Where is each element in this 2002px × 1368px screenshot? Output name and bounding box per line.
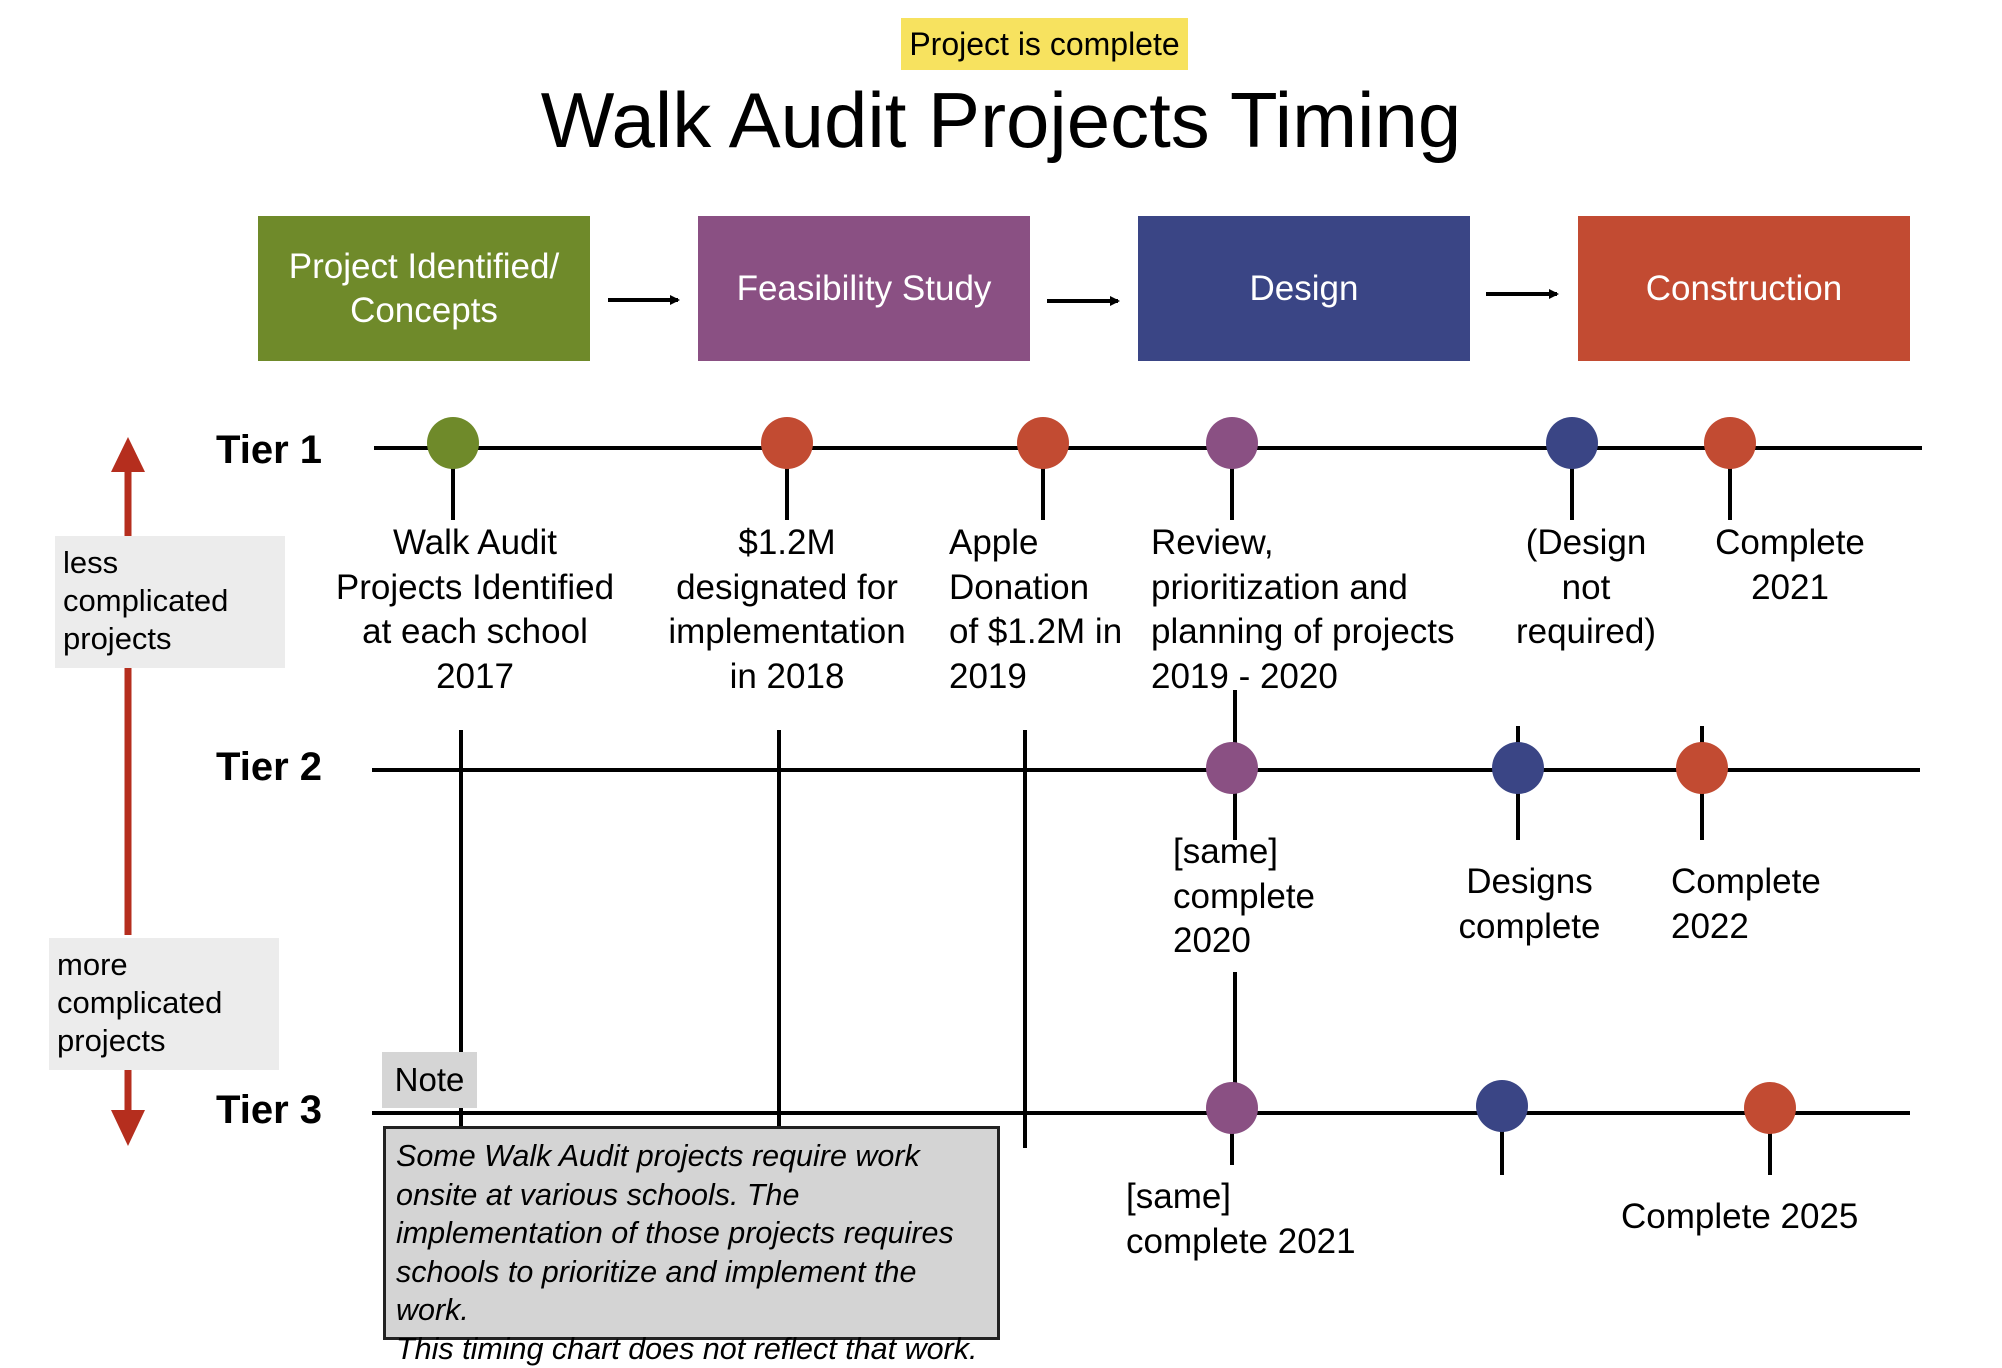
stage-design: Design	[1138, 216, 1470, 361]
dot-blue	[1492, 742, 1544, 794]
dot-purple	[1206, 417, 1258, 469]
tier2-designs-label: Designs complete	[1458, 862, 1601, 946]
tier1-walk-audit-label: Walk Audit Projects Identified at each s…	[335, 523, 615, 696]
dot-blue	[1546, 417, 1598, 469]
dot-red	[1676, 742, 1728, 794]
dot-green	[427, 417, 479, 469]
tier3-label: Tier 3	[216, 1088, 322, 1132]
complexity-arrow	[111, 437, 145, 1146]
dot-red	[761, 417, 813, 469]
dot-blue	[1476, 1080, 1528, 1132]
tier2-label: Tier 2	[216, 745, 322, 789]
dot-purple	[1206, 1082, 1258, 1134]
tier3-same-label: [same] complete 2021	[1126, 1177, 1356, 1261]
tier3-complete-label: Complete 2025	[1621, 1197, 1859, 1236]
note-tag: Note	[382, 1052, 477, 1108]
more-complicated-label: more complicated projects	[49, 938, 279, 1070]
tier1-label: Tier 1	[216, 428, 322, 472]
tier2-complete-label: Complete 2022	[1671, 862, 1821, 946]
less-complicated-label: less complicated projects	[55, 536, 285, 668]
note-box: Some Walk Audit projects require work on…	[383, 1126, 1000, 1366]
dot-purple	[1206, 742, 1258, 794]
tier1-design-not-required-label: (Design not required)	[1515, 523, 1657, 651]
tier2-same-label: [same] complete 2020	[1173, 832, 1316, 960]
page-title: Walk Audit Projects Timing	[540, 76, 1462, 164]
stage-construction: Construction	[1578, 216, 1910, 361]
tier1-complete-label: Complete 2021	[1715, 523, 1865, 607]
tier1-designated-label: $1.2M designated for implementation in 2…	[668, 523, 906, 696]
tier1-apple-label: Apple Donation of $1.2M in 2019	[949, 523, 1123, 696]
status-legend-badge: Project is complete	[901, 18, 1188, 70]
dot-red	[1017, 417, 1069, 469]
stage-project-identified: Project Identified/ Concepts	[258, 216, 590, 361]
stage-feasibility-study: Feasibility Study	[698, 216, 1030, 361]
tier1-review-label: Review, prioritization and planning of p…	[1151, 523, 1455, 696]
dot-red	[1744, 1082, 1796, 1134]
dot-red	[1704, 417, 1756, 469]
